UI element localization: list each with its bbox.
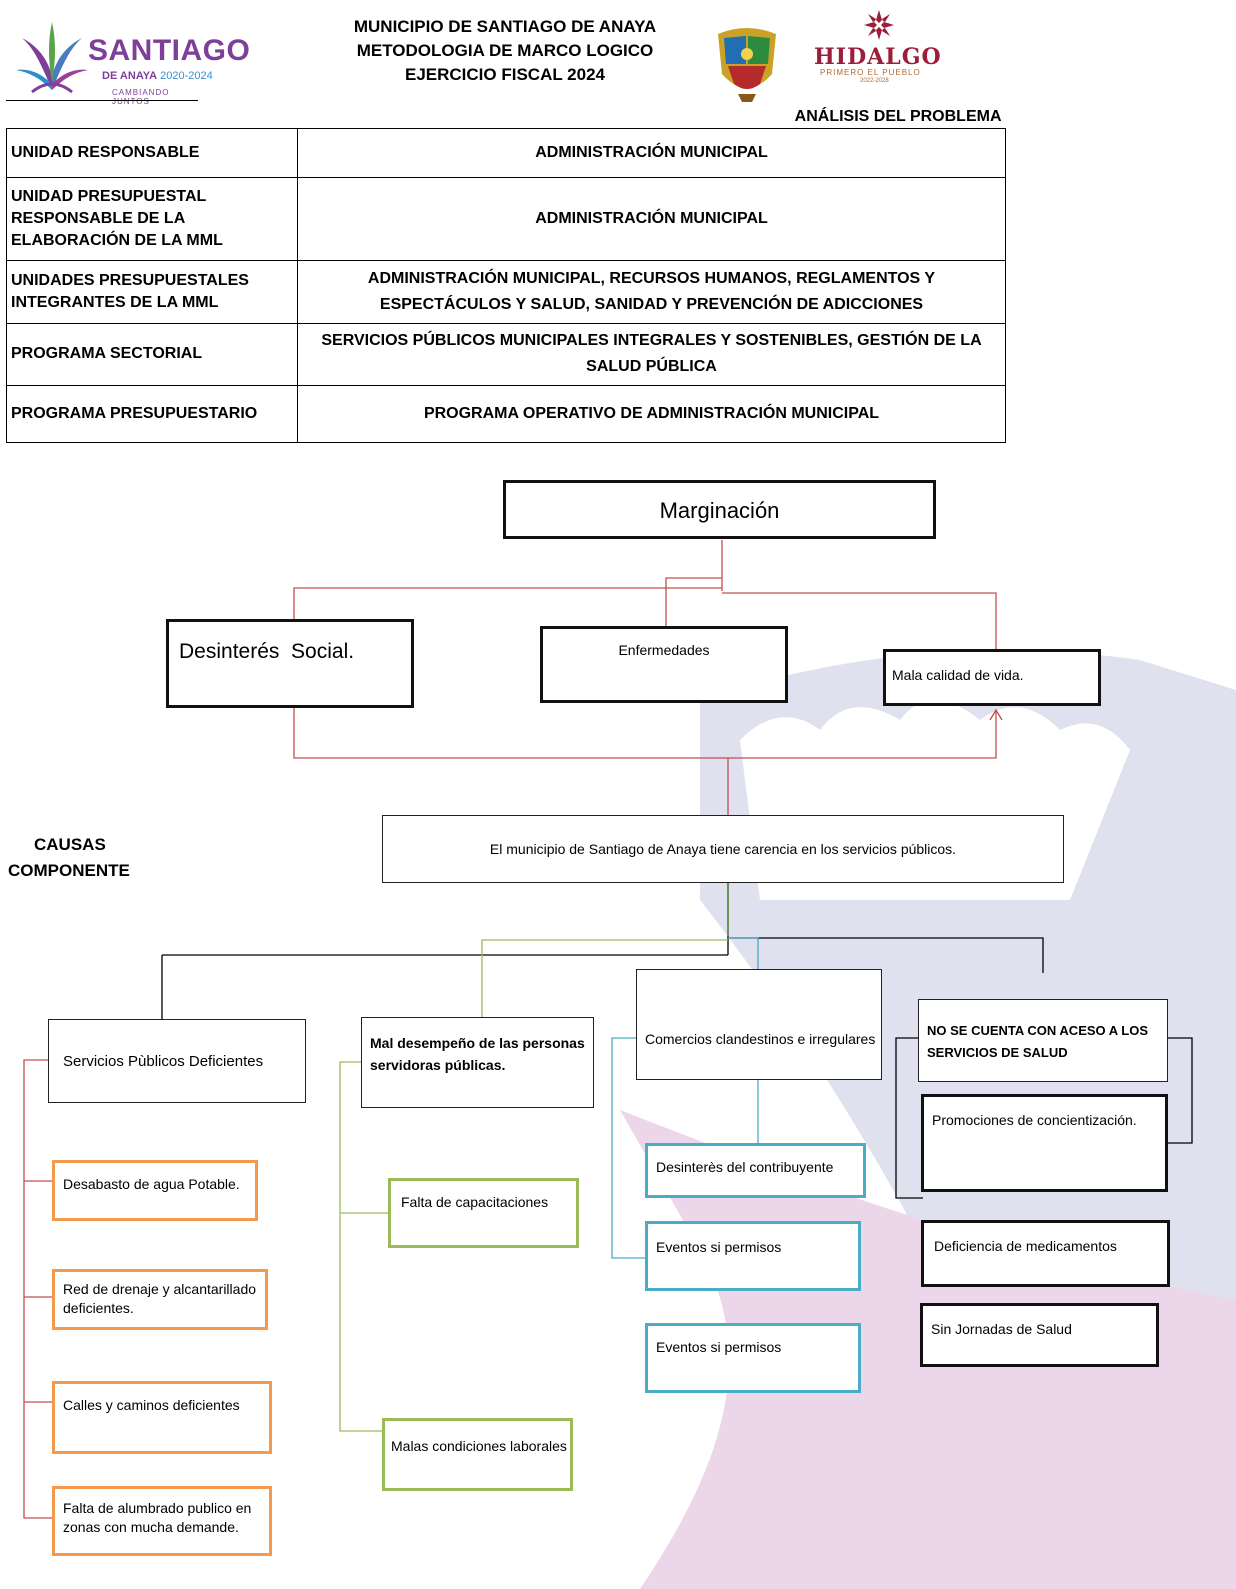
cause-box: Comercios clandestinos e irregulares xyxy=(636,969,882,1080)
sub-cause-box: Promociones de concientización. xyxy=(921,1094,1168,1192)
effect-box: Enfermedades xyxy=(540,626,788,703)
santiago-logo-word: SANTIAGO xyxy=(88,34,251,67)
row-value: ADMINISTRACIÓN MUNICIPAL, RECURSOS HUMAN… xyxy=(297,259,1006,324)
sub-cause-box: Desabasto de agua Potable. xyxy=(52,1160,258,1221)
title-line-3: EJERCICIO FISCAL 2024 xyxy=(405,65,605,84)
connector-cause1-subs xyxy=(23,1059,53,1519)
table-row: PROGRAMA PRESUPUESTARIO PROGRAMA OPERATI… xyxy=(6,384,1006,443)
sub-cause-box: Malas condiciones laborales xyxy=(382,1418,573,1491)
hidalgo-logo-years: 2022-2028 xyxy=(860,78,889,84)
connector-cause2-subs xyxy=(339,1061,389,1432)
cause-label: Mal desempeño de las personas servidoras… xyxy=(370,1035,585,1073)
cause-label: NO SE CUENTA CON ACESO A LOS SERVICIOS D… xyxy=(927,1023,1149,1060)
sub-cause-box: Falta de alumbrado publico en zonas con … xyxy=(52,1486,272,1556)
header-rule xyxy=(6,100,198,101)
sub-cause-label: Eventos si permisos xyxy=(656,1239,782,1255)
sub-cause-label: Falta de capacitaciones xyxy=(401,1194,549,1210)
analisis-label-cell: ANÁLISIS DEL PROBLEMA xyxy=(7,106,1006,128)
componente-label: COMPONENTE xyxy=(8,861,130,880)
row-label: UNIDAD RESPONSABLE xyxy=(6,127,298,178)
row-value: SERVICIOS PÚBLICOS MUNICIPALES INTEGRALE… xyxy=(297,322,1006,386)
central-problem-box: El municipio de Santiago de Anaya tiene … xyxy=(382,815,1064,883)
top-effect-box: Marginación xyxy=(503,480,936,539)
table-row: UNIDAD RESPONSABLE ADMINISTRACIÓN MUNICI… xyxy=(6,127,1006,178)
cause-label: Servicios Pùblicos Deficientes xyxy=(63,1053,264,1070)
connector-arrow xyxy=(989,708,1003,721)
agave-icon xyxy=(16,22,88,94)
effect-label: Desinterés Social. xyxy=(179,640,355,663)
title-line-2: METODOLOGIA DE MARCO LOGICO xyxy=(356,41,654,60)
sub-cause-box: Calles y caminos deficientes xyxy=(52,1381,272,1454)
sub-cause-label: Falta de alumbrado publico en zonas con … xyxy=(63,1500,252,1535)
row-value: PROGRAMA OPERATIVO DE ADMINISTRACIÓN MUN… xyxy=(297,384,1006,443)
connector-cause3-subs xyxy=(611,1037,759,1259)
sub-cause-label: Eventos si permisos xyxy=(656,1339,782,1355)
hidalgo-logo-sub: PRIMERO EL PUEBLO xyxy=(820,68,921,77)
hidalgo-flower-icon xyxy=(864,10,894,40)
causas-componente-label: CAUSAS COMPONENTE xyxy=(8,832,130,884)
row-label: PROGRAMA PRESUPUESTARIO xyxy=(6,384,298,443)
effect-box: Desinterés Social. xyxy=(166,619,414,708)
sub-cause-label: Sin Jornadas de Salud xyxy=(931,1321,1072,1337)
causas-label: CAUSAS xyxy=(34,835,106,854)
document-title: MUNICIPIO DE SANTIAGO DE ANAYA METODOLOG… xyxy=(330,15,680,87)
cause-box: Mal desempeño de las personas servidoras… xyxy=(361,1017,594,1108)
effect-box: Mala calidad de vida. xyxy=(883,649,1101,706)
municipal-coat-of-arms-icon xyxy=(718,28,776,102)
sub-cause-label: Desinterès del contribuyente xyxy=(656,1159,834,1175)
santiago-logo: SANTIAGO DE ANAYA 2020-2024 CAMBIANDO JU… xyxy=(10,6,250,106)
sub-cause-label: Calles y caminos deficientes xyxy=(63,1397,240,1413)
row-value: ADMINISTRACIÓN MUNICIPAL xyxy=(297,127,1006,178)
cause-label: Comercios clandestinos e irregulares xyxy=(645,1031,876,1047)
sub-cause-box: Falta de capacitaciones xyxy=(388,1178,579,1248)
effect-label: Mala calidad de vida. xyxy=(892,667,1024,683)
row-label: PROGRAMA SECTORIAL xyxy=(6,322,298,386)
sub-cause-box: Red de drenaje y alcantarillado deficien… xyxy=(52,1269,268,1330)
connector-causes-black xyxy=(161,936,1044,1019)
santiago-logo-sub-row: DE ANAYA 2020-2024 xyxy=(102,70,213,82)
santiago-logo-sub: DE ANAYA xyxy=(102,70,158,82)
effect-label: Enfermedades xyxy=(618,642,710,658)
connector-causes-green xyxy=(481,939,728,1017)
cause-box: Servicios Pùblicos Deficientes xyxy=(48,1019,306,1103)
sub-cause-box: Sin Jornadas de Salud xyxy=(920,1303,1159,1367)
sub-cause-label: Desabasto de agua Potable. xyxy=(63,1176,240,1192)
santiago-logo-years: 2020-2024 xyxy=(160,70,213,82)
cause-box: NO SE CUENTA CON ACESO A LOS SERVICIOS D… xyxy=(918,999,1168,1082)
table-row: PROGRAMA SECTORIAL SERVICIOS PÚBLICOS MU… xyxy=(6,322,1006,386)
connector-effects-top xyxy=(293,540,997,650)
row-label: UNIDAD PRESUPUESTAL RESPONSABLE DE LA EL… xyxy=(6,176,298,261)
title-line-1: MUNICIPIO DE SANTIAGO DE ANAYA xyxy=(353,17,657,36)
table-row: UNIDADES PRESUPUESTALES INTEGRANTES DE L… xyxy=(6,259,1006,324)
sub-cause-box: Desinterès del contribuyente xyxy=(645,1143,866,1198)
santiago-logo-tagline: CAMBIANDO JUNTOS xyxy=(112,88,170,106)
connector-causes-blue xyxy=(728,937,759,969)
hidalgo-logo: HIDALGO PRIMERO EL PUEBLO 2022-2028 xyxy=(810,6,950,86)
info-table: ANÁLISIS DEL PROBLEMA UNIDAD RESPONSABLE… xyxy=(6,106,1006,446)
sub-cause-box: Eventos si permisos xyxy=(645,1221,861,1291)
row-label: UNIDADES PRESUPUESTALES INTEGRANTES DE L… xyxy=(6,259,298,324)
sub-cause-box: Deficiencia de medicamentos xyxy=(921,1220,1170,1287)
sub-cause-label: Red de drenaje y alcantarillado deficien… xyxy=(63,1281,257,1316)
sub-cause-label: Malas condiciones laborales xyxy=(391,1438,567,1454)
top-effect-label: Marginación xyxy=(659,498,780,523)
watermark-cloud-lower xyxy=(240,1534,620,1589)
sub-cause-label: Deficiencia de medicamentos xyxy=(934,1238,1117,1254)
hidalgo-logo-word: HIDALGO xyxy=(814,44,942,70)
connector-effects-bottom xyxy=(293,707,997,759)
central-problem-label: El municipio de Santiago de Anaya tiene … xyxy=(489,841,957,857)
sub-cause-label: Promociones de concientización. xyxy=(932,1112,1137,1128)
table-row: UNIDAD PRESUPUESTAL RESPONSABLE DE LA EL… xyxy=(6,176,1006,261)
row-value: ADMINISTRACIÓN MUNICIPAL xyxy=(297,176,1006,261)
sub-cause-box: Eventos si permisos xyxy=(645,1323,861,1393)
analisis-label: ANÁLISIS DEL PROBLEMA xyxy=(794,107,1002,125)
connector-cause4-subs xyxy=(895,1037,1193,1199)
